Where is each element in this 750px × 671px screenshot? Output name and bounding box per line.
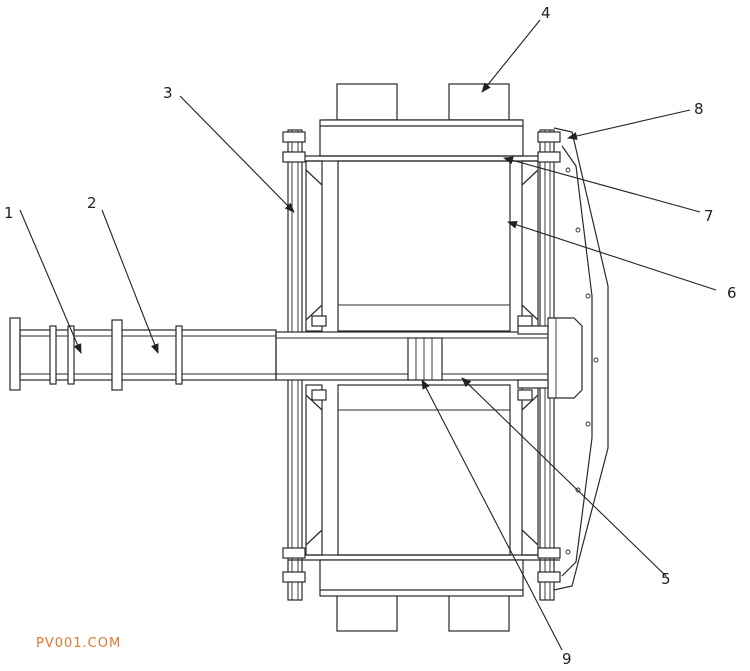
callout-7: 7 [704, 207, 714, 225]
callout-2: 2 [87, 194, 97, 212]
callout-9: 9 [562, 650, 572, 668]
bottom-blocks [336, 594, 510, 632]
callout-3: 3 [163, 84, 173, 102]
top-blocks [322, 83, 522, 121]
coupling [407, 337, 443, 381]
callout-1: 1 [4, 204, 14, 222]
watermark-text: PV001.COM [36, 636, 122, 651]
top-plate [288, 119, 560, 162]
callout-4: 4 [541, 4, 551, 22]
callout-5: 5 [661, 570, 671, 588]
callout-8: 8 [694, 100, 704, 118]
callout-labels: 1 2 3 4 5 6 7 8 9 [4, 4, 737, 668]
left-shaft [9, 317, 277, 391]
bottom-plate [288, 554, 560, 597]
right-bracket [553, 127, 609, 591]
callout-6: 6 [727, 284, 737, 302]
leader-lines [179, 19, 717, 651]
shaft-pointer-arrows [19, 209, 159, 354]
